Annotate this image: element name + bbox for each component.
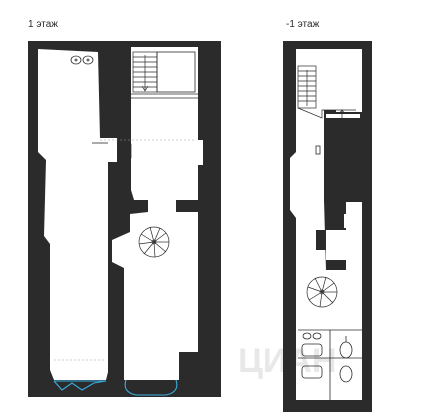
floor-1-sinks: [70, 55, 94, 65]
floor-1-walls: [28, 41, 221, 397]
floor-1-spiral-staircase: [138, 226, 170, 258]
floor-minus-1-plan: [283, 41, 372, 412]
floor-1-entrance-doors: [53, 379, 178, 396]
floor-minus-1-label: -1 этаж: [286, 19, 320, 30]
floor-1-plan: [28, 41, 221, 397]
floor-1-staircase: [131, 51, 198, 99]
floor-minus-1-core: [324, 112, 362, 202]
floor-minus-1-walls: [283, 41, 372, 412]
floor-minus-1-bathroom: [298, 329, 362, 400]
floor-minus-1-spiral-staircase: [306, 276, 338, 308]
floor-minus-1-staircase: [297, 65, 356, 155]
floor-1-label: 1 этаж: [28, 19, 58, 30]
floor-1-entry-steps: [100, 139, 196, 159]
